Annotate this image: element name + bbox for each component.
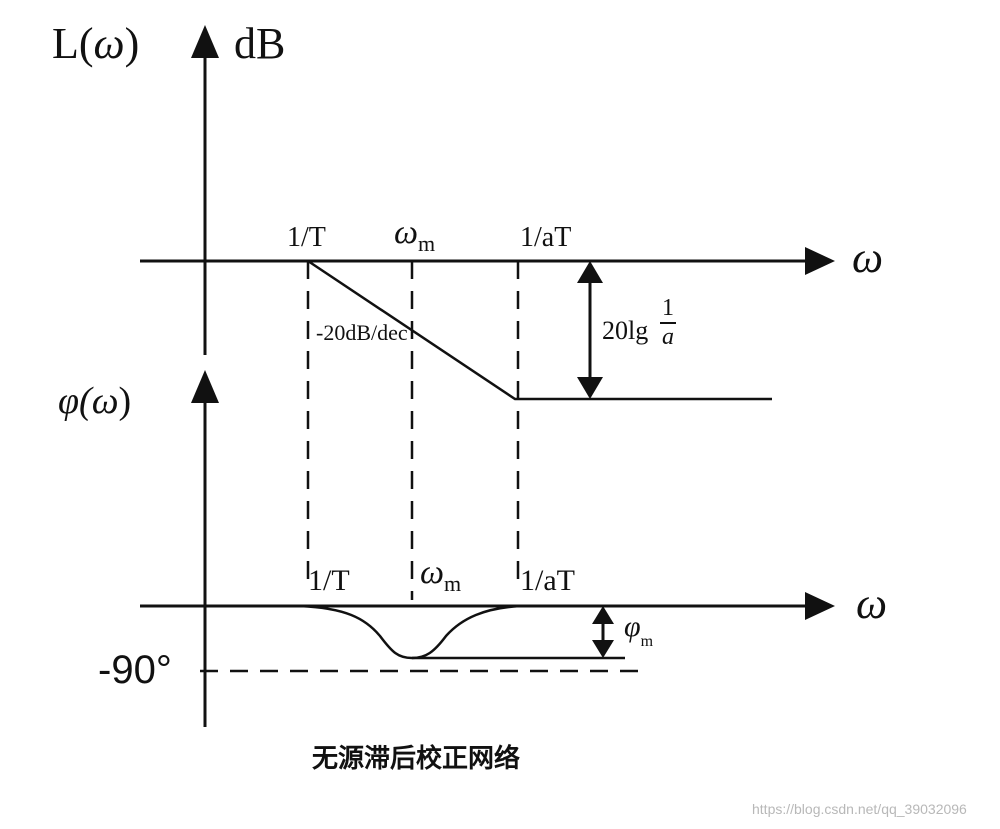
phase-y-label: φ(ω) (58, 382, 131, 420)
max-phase-phi: φ (624, 610, 641, 643)
phase-y-label-phi: φ( (58, 380, 92, 422)
phase-limit-label: -90° (98, 648, 172, 692)
fraction-bar (660, 322, 676, 325)
phase-y-label-close: ) (118, 380, 132, 422)
phase-x-arrowhead (805, 592, 835, 620)
gain-drop-fraction: 1 a (660, 295, 676, 351)
max-phase-sub: m (640, 633, 654, 650)
phase-tick-1-over-T: 1/T (308, 564, 350, 597)
slope-label: -20dB/dec (316, 320, 408, 345)
magnitude-x-label: ω (852, 233, 884, 282)
phase-tick-1-over-aT: 1/aT (520, 564, 575, 597)
phase-tick-omega: ω (420, 554, 445, 591)
magnitude-asymptote (307, 259, 772, 401)
magnitude-y-arrowhead (191, 25, 219, 58)
phase-y-label-omega: ω (91, 380, 119, 422)
magnitude-y-label: L(ω) (52, 22, 139, 66)
phase-tick-omega-sub: m (444, 571, 462, 596)
gain-drop-arrowhead-top (577, 261, 603, 283)
gain-drop-arrowhead-bottom (577, 377, 603, 399)
magnitude-tick-omega-m: ωm (394, 214, 435, 255)
magnitude-y-label-close: ) (124, 19, 140, 68)
phase-tick-omega-m: ωm (420, 554, 461, 595)
gain-drop-numerator: 1 (662, 295, 674, 321)
magnitude-tick-1-over-aT: 1/aT (520, 222, 572, 253)
gain-drop-denominator: a (662, 324, 674, 351)
watermark-url: https://blog.csdn.net/qq_39032096 (752, 801, 967, 817)
magnitude-tick-omega-sub: m (418, 231, 436, 256)
max-phase-arrowhead-top (592, 606, 614, 624)
phase-curve (235, 604, 585, 660)
magnitude-y-unit: dB (234, 19, 286, 68)
magnitude-tick-1-over-T: 1/T (287, 222, 326, 253)
max-phase-label: φm (624, 610, 653, 650)
magnitude-tick-omega: ω (394, 214, 419, 251)
phase-x-label: ω (856, 579, 888, 628)
gain-drop-prefix: 20lg (602, 316, 649, 345)
diagram-caption: 无源滞后校正网络 (312, 744, 521, 774)
magnitude-y-label-omega: ω (93, 19, 125, 68)
max-phase-arrowhead-bottom (592, 640, 614, 658)
magnitude-y-label-L: L( (52, 19, 94, 68)
phase-y-arrowhead (191, 370, 219, 403)
magnitude-x-arrowhead (805, 247, 835, 275)
